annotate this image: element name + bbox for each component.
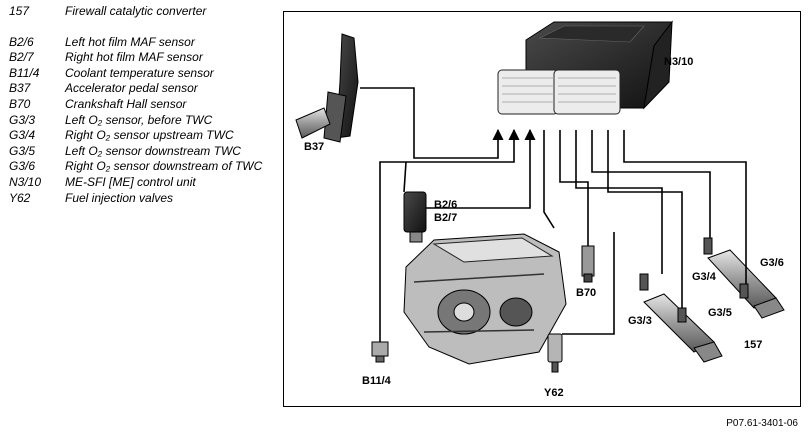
legend-row-g36: G3/6 Right O₂ sensor downstream of TWC [9, 159, 271, 175]
wire-g34 [591, 130, 711, 238]
legend-desc: ME-SFI [ME] control unit [65, 174, 196, 189]
legend-desc: Right hot film MAF sensor [65, 50, 203, 65]
legend-row-g33: G3/3 Left O₂ sensor, before TWC [9, 113, 271, 129]
crankshaft-sensor-b70: B70 [576, 245, 596, 299]
control-unit-n310: N3/10 [497, 20, 693, 115]
legend-desc: Coolant temperature sensor [65, 65, 214, 80]
fuel-injector-y62: Y62 [544, 333, 564, 399]
engine-image [403, 233, 567, 365]
maf-sensor-b26-b27: B2/6 B2/7 [403, 191, 457, 243]
figure-reference: P07.61-3401-06 [726, 418, 798, 429]
diagram-svg: N3/10 B37 B2/6 B2/7 B [295, 20, 785, 399]
label-b26: B2/6 [434, 199, 457, 211]
wire-b114 [379, 128, 520, 342]
legend-code: B2/7 [9, 50, 34, 65]
label-g36: G3/6 [760, 257, 784, 269]
label-b114: B11/4 [362, 375, 392, 387]
catalytic-converters: G3/3 G3/4 G3/5 G3/6 157 [628, 237, 785, 363]
label-g35: G3/5 [708, 307, 732, 319]
legend-row-g34: G3/4 Right O₂ sensor upstream TWC [9, 128, 271, 144]
label-b27: B2/7 [434, 212, 457, 224]
wire-g35 [607, 130, 683, 308]
legend-code: B2/6 [9, 34, 34, 49]
wire-maf [426, 128, 536, 209]
legend-row-b27: B2/7 Right hot film MAF sensor [9, 50, 271, 66]
label-n310: N3/10 [664, 56, 693, 68]
legend-code: G3/6 [9, 159, 36, 174]
label-g33: G3/3 [628, 315, 652, 327]
legend-code: B11/4 [9, 65, 40, 80]
wire-b37 [360, 87, 504, 159]
label-y62: Y62 [544, 387, 564, 399]
legend-desc: Right O₂ sensor downstream of TWC [65, 159, 263, 174]
label-b37: B37 [304, 141, 324, 153]
wire-maf-up [403, 161, 407, 193]
legend-desc: Crankshaft Hall sensor [65, 96, 187, 111]
label-157: 157 [744, 339, 762, 351]
legend-desc: Accelerator pedal sensor [65, 81, 198, 96]
wire-y62-a [543, 130, 555, 229]
legend-row-y62: Y62 Fuel injection valves [9, 191, 271, 207]
legend-row-b70: B70 Crankshaft Hall sensor [9, 97, 271, 113]
wire-y62-b [562, 232, 615, 335]
legend-code: G3/3 [9, 112, 36, 127]
coolant-sensor-b114: B11/4 [362, 341, 392, 387]
wire-g36 [623, 130, 747, 284]
wire-b70 [559, 130, 589, 246]
legend-desc: Firewall catalytic converter [65, 4, 207, 18]
legend-desc: Left O₂ sensor downstream TWC [65, 143, 241, 158]
legend-row-b26: B2/6 Left hot film MAF sensor [9, 35, 271, 51]
legend-code: 157 [9, 4, 30, 18]
signal-wires [360, 87, 747, 342]
accelerator-pedal-b37: B37 [295, 33, 359, 153]
component-legend: 157 Firewall catalytic converter B2/6 Le… [9, 4, 271, 206]
legend-code: B70 [9, 96, 31, 111]
legend-desc: Left hot film MAF sensor [65, 34, 195, 49]
legend-row-g35: G3/5 Left O₂ sensor downstream TWC [9, 144, 271, 160]
legend-desc: Left O₂ sensor, before TWC [65, 112, 213, 127]
legend-row-b114: B11/4 Coolant temperature sensor [9, 66, 271, 82]
legend-row-157: 157 Firewall catalytic converter [9, 4, 271, 20]
legend-row-b37: B37 Accelerator pedal sensor [9, 81, 271, 97]
label-g34: G3/4 [692, 271, 717, 283]
legend-code: B37 [9, 81, 31, 96]
legend-desc: Right O₂ sensor upstream TWC [65, 128, 234, 143]
legend-code: N3/10 [9, 174, 42, 189]
legend-code: G3/5 [9, 143, 36, 158]
wire-g33 [575, 130, 663, 274]
legend-code: G3/4 [9, 128, 36, 143]
label-b70: B70 [576, 287, 596, 299]
legend-desc: Fuel injection valves [65, 190, 174, 205]
system-diagram: N3/10 B37 B2/6 B2/7 B [283, 11, 801, 407]
legend-row-n310: N3/10 ME-SFI [ME] control unit [9, 175, 271, 191]
legend-code: Y62 [9, 190, 31, 205]
